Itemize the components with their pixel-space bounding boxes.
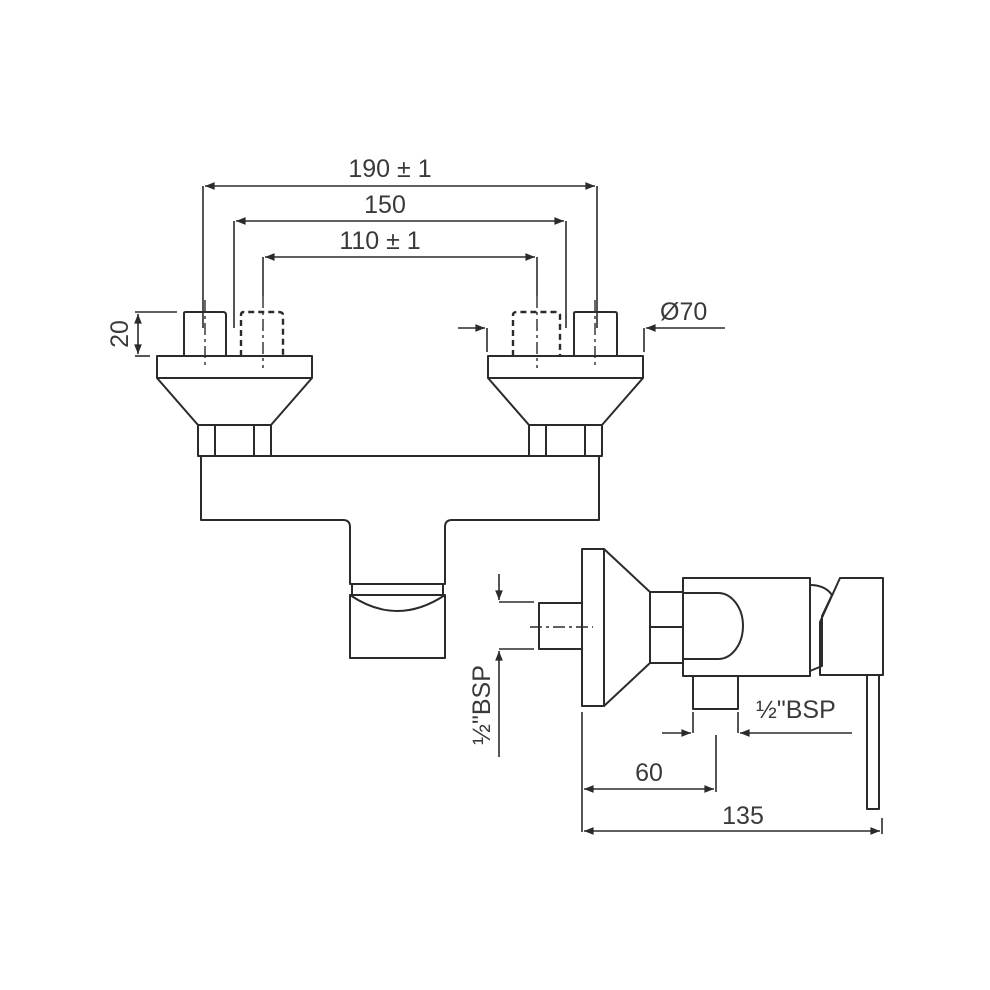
mixer-body-front bbox=[200, 455, 600, 659]
dim-label-60: 60 bbox=[635, 759, 663, 787]
mixer-body-side bbox=[682, 577, 884, 810]
lever-handle bbox=[866, 674, 880, 810]
dimension-outlet-thread: ½"BSP bbox=[662, 696, 852, 737]
inlet-nipple bbox=[538, 602, 583, 650]
dim-label-150: 150 bbox=[364, 191, 406, 219]
front-view: 190 ± 1 150 110 ± 1 20 bbox=[106, 155, 725, 659]
dimension-center-distance: 110 ± 1 bbox=[262, 227, 538, 296]
dim-label-135: 135 bbox=[722, 802, 764, 830]
side-view: ½"BSP ½"BSP bbox=[468, 548, 884, 835]
dimension-escutcheon-diameter: Ø70 bbox=[458, 298, 725, 352]
dimension-inlet-thread: ½"BSP bbox=[468, 574, 534, 757]
dim-label-diameter: Ø70 bbox=[660, 298, 707, 326]
dim-label-outlet-bsp: ½"BSP bbox=[756, 696, 836, 724]
dimension-outlet-distance: 60 bbox=[581, 712, 717, 832]
dim-label-190: 190 ± 1 bbox=[348, 155, 431, 183]
dimension-inner-width: 150 bbox=[233, 191, 567, 328]
dim-label-110: 110 ± 1 bbox=[339, 227, 420, 255]
dimension-overall-depth: 135 bbox=[584, 802, 883, 835]
dimension-connector-height: 20 bbox=[106, 311, 177, 357]
dim-label-20: 20 bbox=[106, 320, 134, 348]
dim-label-inlet-bsp: ½"BSP bbox=[468, 665, 496, 745]
dimension-overall-width: 190 ± 1 bbox=[202, 155, 598, 328]
outlet-nipple bbox=[692, 675, 739, 710]
